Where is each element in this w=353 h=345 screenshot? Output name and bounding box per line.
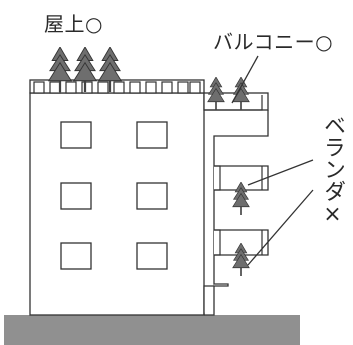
- balcony-ledge: [204, 95, 263, 111]
- base-step: [203, 283, 229, 315]
- window: [60, 121, 92, 149]
- window: [136, 182, 168, 210]
- rooftop-label: 屋上○: [44, 12, 103, 36]
- veranda-callout-line: [247, 159, 314, 186]
- balcony-callout-line: [231, 55, 259, 104]
- stepped-facade: [204, 110, 269, 316]
- windows: [60, 121, 168, 270]
- ground: [4, 315, 300, 345]
- window: [60, 182, 92, 210]
- rooftop-blocks: [33, 81, 201, 94]
- veranda-callout-line: [247, 189, 314, 266]
- balcony-label: バルコニー○: [213, 30, 334, 54]
- lower-facade: [204, 136, 214, 284]
- window: [136, 242, 168, 270]
- window: [136, 121, 168, 149]
- window: [60, 242, 92, 270]
- rooftop-trees: [48, 47, 122, 92]
- veranda-label: ベランダ×: [320, 114, 345, 227]
- building-main: [29, 92, 205, 316]
